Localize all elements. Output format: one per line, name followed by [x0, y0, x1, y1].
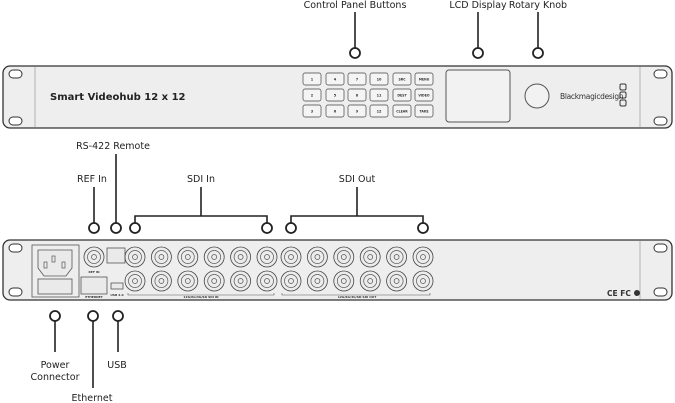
button-label: 3 — [311, 110, 314, 114]
button-label: TAKE — [419, 110, 428, 114]
rack-ear-slot — [653, 116, 668, 126]
sdi-out-bnc — [280, 270, 302, 292]
sdi-in-bnc — [203, 246, 225, 268]
function-button[interactable]: DEST — [392, 88, 412, 102]
rack-ear-slot — [653, 69, 668, 79]
sdi-in-group-label: 12G/6G/3G/SD SDI IN — [183, 295, 219, 299]
button-label: 2 — [311, 94, 314, 98]
number-button[interactable]: 2 — [302, 88, 322, 102]
callout-power-connector-line1: Power — [41, 360, 70, 371]
number-button[interactable]: 3 — [302, 104, 322, 118]
button-label: 7 — [356, 78, 359, 82]
sdi-out-bnc — [359, 246, 381, 268]
usb-label: USB 2.0 — [110, 293, 123, 297]
callout-power-connector-line2: Connector — [31, 372, 80, 383]
button-label: 11 — [377, 94, 382, 98]
sdi-out-bnc — [333, 270, 355, 292]
sdi-out-group-label: 12G/6G/3G/SD SDI OUT — [338, 295, 378, 299]
function-button[interactable]: CLEAR — [392, 104, 412, 118]
button-label: 6 — [334, 110, 337, 114]
callout-marker — [472, 47, 484, 59]
sdi-in-bnc — [124, 270, 146, 292]
sdi-in-bnc — [150, 270, 172, 292]
button-label: CLEAR — [396, 110, 408, 114]
callout-rotary-knob: Rotary Knob — [509, 0, 567, 11]
front-panel: Smart Videohub 12 x 12 1 4 7 10 2 5 8 11 3 6 9 12 SR… — [2, 65, 673, 129]
brand-logo: Blackmagicdesign — [560, 92, 624, 101]
sdi-out-bnc — [359, 270, 381, 292]
sdi-in-bnc — [177, 270, 199, 292]
rs422-remote-port — [106, 247, 126, 264]
button-label: MENU — [419, 78, 430, 82]
button-label: 4 — [334, 78, 337, 82]
sdi-in-bnc — [203, 270, 225, 292]
sdi-out-bnc — [412, 270, 434, 292]
ethernet-port — [80, 276, 108, 295]
sdi-out-bnc — [412, 246, 434, 268]
rack-ear-slot — [8, 116, 23, 126]
ref-in-label: REF IN — [88, 270, 100, 274]
callout-ethernet: Ethernet — [72, 393, 113, 403]
number-button[interactable]: 10 — [369, 72, 389, 86]
button-label: DEST — [397, 94, 407, 98]
certification-marks: CE FC — [607, 289, 631, 298]
callout-rs422-remote: RS-422 Remote — [76, 141, 150, 152]
button-label: SRC — [398, 78, 406, 82]
sdi-in-bnc — [230, 270, 252, 292]
callout-sdi-in: SDI In — [187, 174, 215, 185]
button-label: 12 — [377, 110, 382, 114]
sdi-in-bnc — [256, 246, 278, 268]
usb-port — [110, 282, 124, 290]
sdi-out-bnc — [333, 246, 355, 268]
logo-mark — [619, 83, 627, 91]
sdi-out-bnc — [386, 270, 408, 292]
callout-control-panel-buttons: Control Panel Buttons — [304, 0, 407, 11]
ref-in-bnc — [83, 246, 105, 268]
button-label: 8 — [356, 94, 359, 98]
sdi-out-bnc — [306, 246, 328, 268]
button-label: 9 — [356, 110, 359, 114]
button-label: VIDEO — [418, 94, 429, 98]
function-button[interactable]: SRC — [392, 72, 412, 86]
sdi-in-bnc — [150, 246, 172, 268]
sdi-in-bnc — [230, 246, 252, 268]
sdi-out-bnc — [306, 270, 328, 292]
rack-ear-slot — [8, 69, 23, 79]
sdi-in-bnc — [256, 270, 278, 292]
sdi-in-bnc — [124, 246, 146, 268]
sdi-out-bnc — [386, 246, 408, 268]
lcd-display — [445, 69, 511, 123]
button-label: 1 — [311, 78, 314, 82]
product-name: Smart Videohub 12 x 12 — [50, 92, 186, 103]
callout-ref-in: REF In — [77, 174, 107, 185]
function-button[interactable]: MENU — [414, 72, 434, 86]
function-button[interactable]: TAKE — [414, 104, 434, 118]
callout-sdi-out: SDI Out — [339, 174, 376, 185]
power-switch-cover — [37, 278, 73, 295]
function-button[interactable]: VIDEO — [414, 88, 434, 102]
callout-marker — [532, 47, 544, 59]
weee-mark — [634, 290, 640, 296]
number-button[interactable]: 11 — [369, 88, 389, 102]
sdi-out-bnc — [280, 246, 302, 268]
number-button[interactable]: 4 — [325, 72, 345, 86]
rear-panel: REF IN ETHERNET USB 2.0 12G/6G/3G/SD SDI… — [2, 239, 673, 301]
button-label: 5 — [334, 94, 337, 98]
number-button[interactable]: 1 — [302, 72, 322, 86]
number-button[interactable]: 12 — [369, 104, 389, 118]
number-button[interactable]: 9 — [347, 104, 367, 118]
power-connector — [37, 249, 73, 277]
number-button[interactable]: 8 — [347, 88, 367, 102]
sdi-in-bnc — [177, 246, 199, 268]
ethernet-label: ETHERNET — [85, 295, 104, 299]
number-button[interactable]: 7 — [347, 72, 367, 86]
callout-marker — [349, 47, 361, 59]
callout-lcd-display: LCD Display — [449, 0, 507, 11]
number-button[interactable]: 6 — [325, 104, 345, 118]
button-label: 10 — [377, 78, 382, 82]
callout-usb: USB — [107, 360, 127, 371]
rotary-knob[interactable] — [524, 83, 550, 109]
number-button[interactable]: 5 — [325, 88, 345, 102]
